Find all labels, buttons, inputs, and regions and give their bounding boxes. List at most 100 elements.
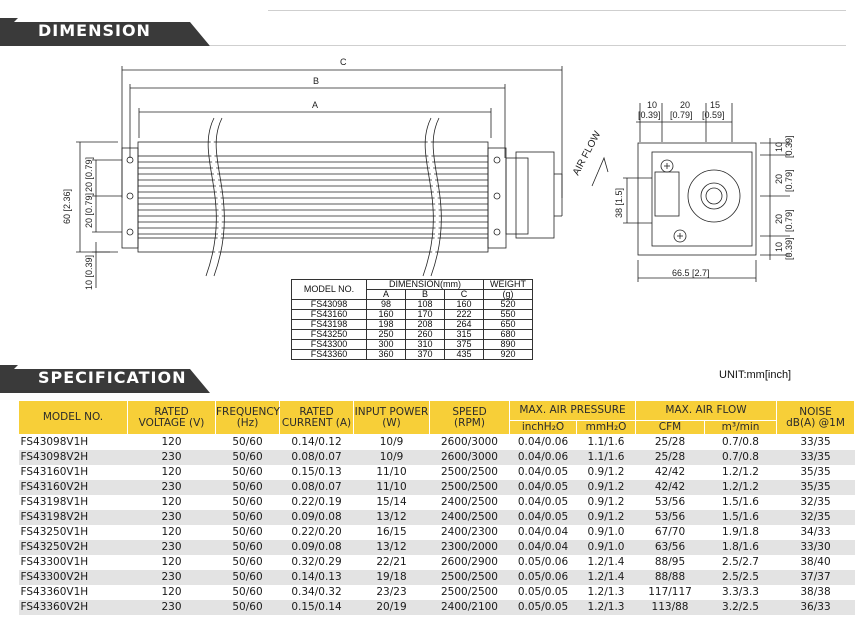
spec-cell-noise: 35/35 xyxy=(776,480,855,495)
dimtable-cell-model: FS43360 xyxy=(291,349,367,360)
spec-cell-speed: 2500/2500 xyxy=(429,585,510,600)
dimtable-header-weight: WEIGHT xyxy=(483,279,533,290)
spec-header-speed: SPEED(RPM) xyxy=(429,400,510,435)
label-top-15: 15 xyxy=(710,100,720,110)
side-view: 10 [0.39] 20 [0.79] 15 [0.59] 38 [1.5] 1… xyxy=(614,100,794,282)
spec-cell-power: 20/19 xyxy=(353,600,430,615)
fan-dimension-drawing: C B A 60 [2.36] 20 [0 xyxy=(62,57,794,290)
spec-header-freq-2: (Hz) xyxy=(236,416,259,429)
spec-cell-cfm: 88/88 xyxy=(635,570,705,585)
spec-cell-current: 0.09/0.08 xyxy=(279,510,354,525)
spec-cell-mm: 0.9/1.0 xyxy=(576,525,636,540)
spec-cell-speed: 2400/2500 xyxy=(429,510,510,525)
spec-cell-model: FS43250V2H xyxy=(18,540,128,555)
spec-cell-m3: 0.7/0.8 xyxy=(704,450,777,465)
spec-header-flow: MAX. AIR FLOW xyxy=(635,400,778,421)
dimtable-header-c: C xyxy=(444,289,484,300)
spec-header-noise-2: dB(A) @1M xyxy=(786,416,845,429)
spec-cell-power: 13/12 xyxy=(353,510,430,525)
dimension-table: MODEL NO. DIMENSION(mm) WEIGHT A B C (g)… xyxy=(291,279,533,360)
spec-cell-noise: 32/35 xyxy=(776,510,855,525)
spec-cell-mm: 0.9/1.2 xyxy=(576,495,636,510)
header-rule-2 xyxy=(210,45,846,46)
spec-cell-cfm: 117/117 xyxy=(635,585,705,600)
spec-cell-speed: 2500/2500 xyxy=(429,480,510,495)
dimtable-cell-c: 435 xyxy=(444,349,484,360)
spec-cell-cfm: 42/42 xyxy=(635,480,705,495)
spec-cell-inch: 0.04/0.06 xyxy=(509,434,577,450)
spec-cell-model: FS43300V1H xyxy=(18,555,128,570)
spec-cell-cfm: 53/56 xyxy=(635,510,705,525)
header-band-shape xyxy=(0,18,210,46)
spec-header-power-1: INPUT POWER xyxy=(354,405,429,418)
spec-cell-power: 13/12 xyxy=(353,540,430,555)
label-top-15-inch: [0.59] xyxy=(702,110,725,120)
spec-cell-speed: 2500/2500 xyxy=(429,465,510,480)
spec-cell-m3: 2.5/2.5 xyxy=(704,570,777,585)
spec-header-power-2: (W) xyxy=(382,416,401,429)
spec-cell-voltage: 230 xyxy=(127,540,216,555)
spec-cell-model: FS43300V2H xyxy=(18,570,128,585)
label-right-10a-inch: [0.39] xyxy=(784,135,794,158)
label-right-10a: 10 xyxy=(774,142,784,152)
spec-cell-speed: 2400/2100 xyxy=(429,600,510,615)
spec-cell-noise: 33/30 xyxy=(776,540,855,555)
label-right-20a-inch: [0.79] xyxy=(784,169,794,192)
spec-cell-voltage: 230 xyxy=(127,450,216,465)
dimtable-cell-a: 360 xyxy=(366,349,406,360)
spec-cell-mm: 0.9/1.2 xyxy=(576,510,636,525)
dimtable-cell-b: 260 xyxy=(405,329,445,340)
spec-cell-voltage: 120 xyxy=(127,434,216,450)
dimtable-cell-b: 370 xyxy=(405,349,445,360)
spec-cell-model: FS43250V1H xyxy=(18,525,128,540)
spec-cell-model: FS43098V2H xyxy=(18,450,128,465)
spec-cell-current: 0.14/0.13 xyxy=(279,570,354,585)
label-top-20: 20 xyxy=(680,100,690,110)
label-right-10b-inch: [0.39] xyxy=(784,237,794,260)
spec-cell-noise: 32/35 xyxy=(776,495,855,510)
spec-cell-voltage: 230 xyxy=(127,600,216,615)
spec-cell-inch: 0.05/0.05 xyxy=(509,600,577,615)
spec-cell-freq: 50/60 xyxy=(215,480,280,495)
dimtable-cell-a: 250 xyxy=(366,329,406,340)
dimtable-cell-a: 160 xyxy=(366,309,406,320)
label-right-20b-inch: [0.79] xyxy=(784,209,794,232)
dimtable-cell-c: 315 xyxy=(444,329,484,340)
spec-header-speed-1: SPEED xyxy=(452,405,487,418)
dimension-lines: C B A xyxy=(121,57,563,198)
spec-cell-noise: 35/35 xyxy=(776,465,855,480)
spec-cell-speed: 2500/2500 xyxy=(429,570,510,585)
dimtable-cell-weight: 920 xyxy=(483,349,533,360)
label-side-38: 38 [1.5] xyxy=(614,188,624,218)
dimtable-cell-b: 108 xyxy=(405,299,445,310)
spec-cell-mm: 1.1/1.6 xyxy=(576,450,636,465)
spec-cell-cfm: 25/28 xyxy=(635,450,705,465)
spec-band-shape xyxy=(0,365,210,393)
airflow-indicator: AIR FLOW xyxy=(571,129,609,187)
spec-cell-m3: 1.5/1.6 xyxy=(704,495,777,510)
spec-cell-model: FS43160V2H xyxy=(18,480,128,495)
dimtable-cell-weight: 650 xyxy=(483,319,533,330)
label-top-20-inch: [0.79] xyxy=(670,110,693,120)
dimtable-cell-c: 375 xyxy=(444,339,484,350)
spec-cell-current: 0.08/0.07 xyxy=(279,480,354,495)
spec-cell-model: FS43360V2H xyxy=(18,600,128,615)
spec-cell-power: 23/23 xyxy=(353,585,430,600)
dimtable-cell-a: 300 xyxy=(366,339,406,350)
label-b: B xyxy=(313,76,319,86)
spec-cell-freq: 50/60 xyxy=(215,510,280,525)
spec-header-pressure-inch: inchH₂O xyxy=(509,420,577,435)
spec-header-flow-cfm: CFM xyxy=(635,420,706,435)
spec-cell-current: 0.22/0.20 xyxy=(279,525,354,540)
spec-cell-current: 0.32/0.29 xyxy=(279,555,354,570)
